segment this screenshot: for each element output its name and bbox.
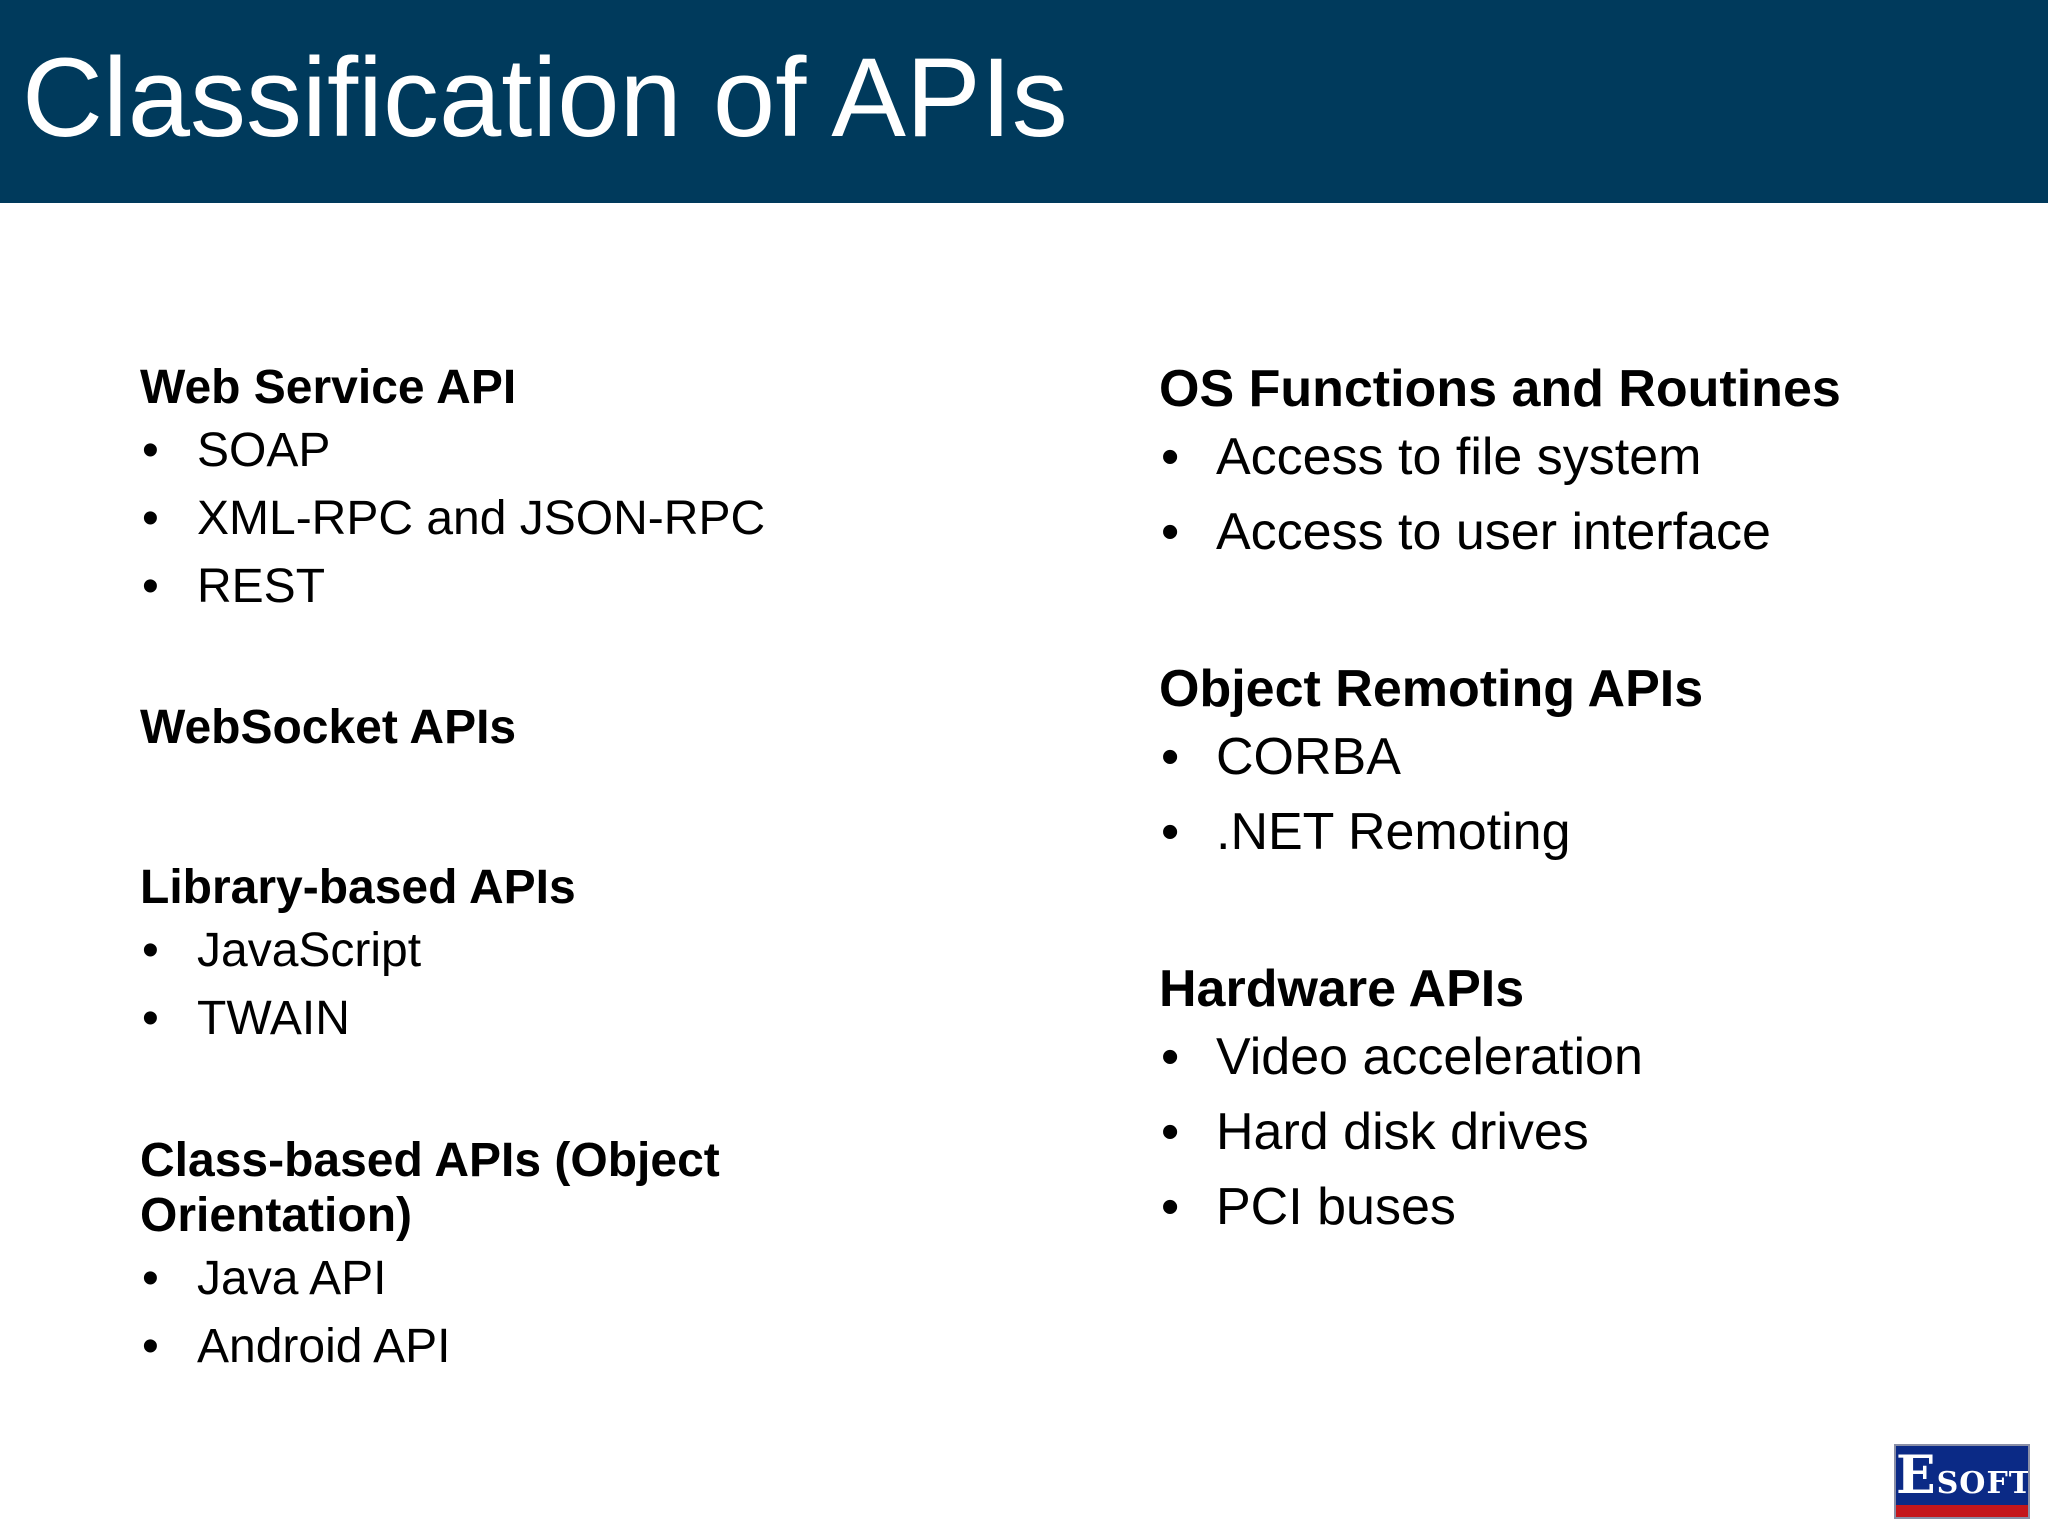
section-heading-library-based-apis: Library-based APIs: [140, 861, 576, 914]
title-bar: Classification of APIs: [0, 0, 2048, 203]
bullet-list: SOAP XML-RPC and JSON-RPC REST: [140, 417, 765, 621]
bullet-item: SOAP: [140, 417, 765, 485]
section-class-based-apis: Class-based APIs (Object Orientation) Ja…: [140, 1133, 860, 1381]
bullet-list: JavaScript TWAIN: [140, 917, 576, 1053]
bullet-list: Video acceleration Hard disk drives PCI …: [1159, 1020, 1643, 1245]
bullet-item: TWAIN: [140, 985, 576, 1053]
section-heading-hardware-apis: Hardware APIs: [1159, 960, 1525, 1018]
bullet-item: Video acceleration: [1159, 1020, 1643, 1095]
section-websocket-apis: WebSocket APIs: [140, 700, 516, 755]
bullet-item: JavaScript: [140, 917, 576, 985]
section-heading-class-based-apis: Class-based APIs (Object Orientation): [140, 1134, 720, 1243]
logo-stripe: [1896, 1505, 2028, 1517]
bullet-item: Android API: [140, 1313, 860, 1381]
bullet-item: .NET Remoting: [1159, 795, 1703, 870]
logo-wordmark: ESOFT: [1896, 1450, 2028, 1502]
section-heading-web-service-api: Web Service API: [140, 361, 517, 414]
esoft-logo: ESOFT: [1894, 1444, 2030, 1519]
section-heading-websocket-apis: WebSocket APIs: [140, 701, 517, 754]
section-web-service-api: Web Service API SOAP XML-RPC and JSON-RP…: [140, 360, 765, 621]
bullet-item: Access to file system: [1159, 420, 1841, 495]
section-heading-os-functions: OS Functions and Routines: [1159, 360, 1841, 418]
bullet-list: Java API Android API: [140, 1245, 860, 1381]
bullet-item: Hard disk drives: [1159, 1095, 1643, 1170]
section-os-functions: OS Functions and Routines Access to file…: [1159, 360, 1841, 570]
section-heading-object-remoting-apis: Object Remoting APIs: [1159, 660, 1704, 718]
bullet-item: XML-RPC and JSON-RPC: [140, 485, 765, 553]
logo-initial: E: [1896, 1445, 1937, 1506]
logo-rest: SOFT: [1936, 1466, 2030, 1501]
slide-title: Classification of APIs: [22, 35, 1068, 160]
section-hardware-apis: Hardware APIs Video acceleration Hard di…: [1159, 960, 1643, 1245]
bullet-item: REST: [140, 553, 765, 621]
bullet-list: Access to file system Access to user int…: [1159, 420, 1841, 570]
bullet-item: Access to user interface: [1159, 495, 1841, 570]
bullet-list: CORBA .NET Remoting: [1159, 720, 1703, 870]
bullet-item: CORBA: [1159, 720, 1703, 795]
section-library-based-apis: Library-based APIs JavaScript TWAIN: [140, 860, 576, 1053]
bullet-item: PCI buses: [1159, 1170, 1643, 1245]
bullet-item: Java API: [140, 1245, 860, 1313]
section-object-remoting-apis: Object Remoting APIs CORBA .NET Remoting: [1159, 660, 1703, 870]
